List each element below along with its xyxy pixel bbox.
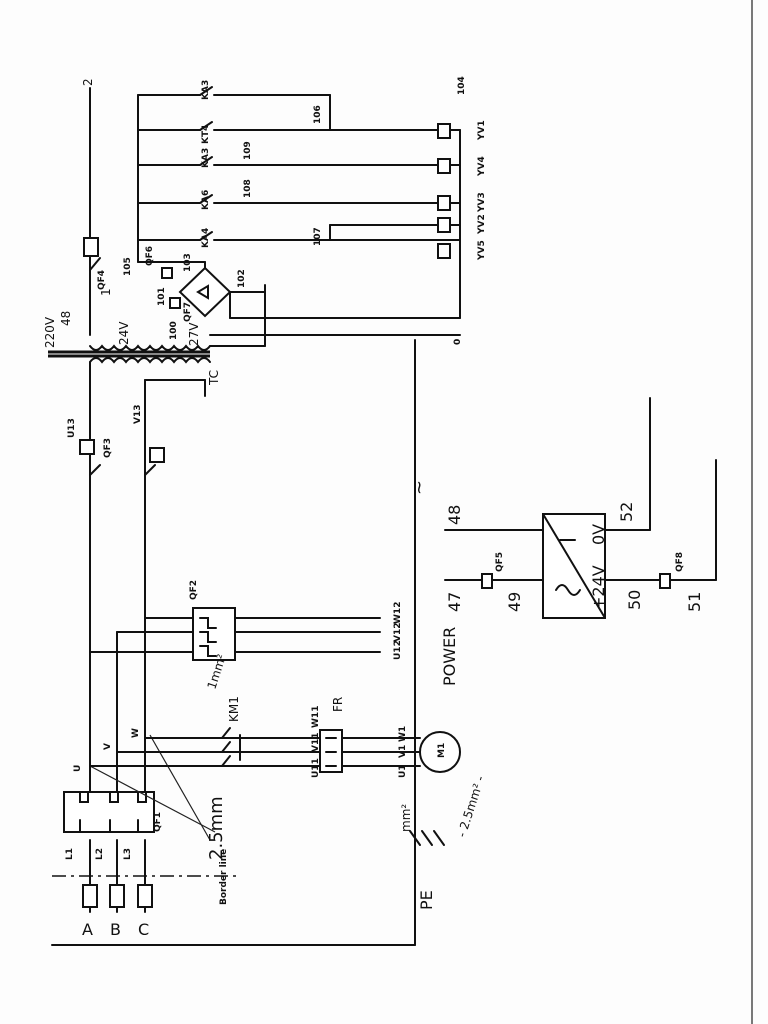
- l1-label: L1: [65, 848, 75, 860]
- tilde-label: ~: [409, 480, 430, 495]
- ka3b-label: KA3: [201, 148, 211, 168]
- qf4-label: QF4: [97, 270, 107, 290]
- yv5-label: YV5: [477, 240, 487, 261]
- v24-label: 24V: [117, 321, 131, 345]
- v13-label: V13: [133, 405, 143, 425]
- n104-label: 104: [457, 76, 467, 95]
- motor-branch: KM1 FR U11 V11 W11 U1 V1 W1 M1: [89, 696, 461, 778]
- qf2-label: QF2: [189, 580, 199, 600]
- out-w12-label: W12: [393, 602, 403, 624]
- p50-label: 50: [625, 590, 644, 610]
- wire-2-5-label: 2.5mm: [206, 796, 227, 860]
- v27-label: 27V: [187, 322, 201, 346]
- qf3-label: QF3: [103, 438, 113, 458]
- pe-wire-label: - 2.5mm² -: [455, 774, 488, 839]
- mm2-label: mm²: [399, 804, 413, 832]
- n109-label: 109: [243, 141, 253, 160]
- p52-label: 52: [617, 502, 636, 522]
- coil-yv4: [437, 158, 451, 174]
- qf8-label: QF8: [675, 552, 685, 572]
- yv1-label: YV1: [477, 120, 487, 141]
- n1-label: 1: [99, 288, 113, 296]
- plus24-label: +24V: [589, 565, 608, 610]
- tc-label: TC: [207, 370, 221, 386]
- m1-label: M1: [437, 743, 447, 758]
- phase-a-label: A: [82, 920, 93, 939]
- l2-label: L2: [95, 848, 105, 860]
- qf2-branch: QF2 1mm² U12 V12 W12: [89, 580, 403, 691]
- qf3-transformer-feed: U13 V13 QF3: [67, 361, 206, 476]
- ov-label: 0V: [589, 524, 608, 545]
- p51-label: 51: [685, 592, 704, 612]
- qf1-label: QF1: [153, 812, 163, 832]
- coil-yv5: [437, 243, 451, 259]
- coil-yv1: [437, 123, 451, 139]
- power-supply: ~ 48 47 49 QF5 0V +24V 52 50 51 QF8 POWE…: [409, 397, 717, 686]
- n2-label: 2: [81, 78, 95, 86]
- l3-label: L3: [123, 848, 133, 860]
- qf7-label: QF7: [183, 302, 193, 322]
- n101-label: 101: [157, 287, 167, 306]
- ka6-label: KA6: [201, 190, 211, 210]
- bus-w-label: W: [131, 728, 141, 738]
- qf6-label: QF6: [145, 246, 155, 266]
- v11-label: V11: [311, 733, 321, 753]
- qf1-breaker: QF1: [63, 791, 163, 833]
- rectifier-bridge: 102 101 QF6 QF7: [137, 246, 461, 322]
- coil-yv3: [437, 195, 451, 211]
- n108-label: 108: [243, 179, 253, 198]
- ka3a-label: KA3: [201, 80, 211, 100]
- v220-label: 220V: [43, 316, 57, 348]
- p48-label: 48: [445, 505, 464, 525]
- n106-label: 106: [313, 105, 323, 124]
- km1-label: KM1: [227, 696, 241, 722]
- control-circuit: 2 1 QF4 KA3 KT4 KA3 KA6 KA4 106 109 108 …: [81, 76, 467, 336]
- p47-label: 47: [445, 592, 464, 612]
- qf5-label: QF5: [495, 552, 505, 572]
- transformer-tc: TC 220V 48 24V 100 27V: [43, 284, 461, 386]
- coil-yv2: [437, 217, 451, 233]
- n0-label: 0: [453, 339, 463, 345]
- u13-label: U13: [67, 418, 77, 438]
- border-line-label: Border line: [219, 849, 229, 905]
- n107-label: 107: [313, 227, 323, 246]
- bus-v-label: V: [103, 743, 113, 750]
- bus-u-label: U: [73, 765, 83, 772]
- u11-label: U11: [311, 758, 321, 778]
- incoming-supply: A B C L1 L2 L3: [65, 839, 153, 939]
- w1-label: W1: [398, 726, 408, 742]
- pe-label: PE: [417, 890, 436, 910]
- kt4-label: KT4: [201, 125, 211, 144]
- n102-label: 102: [237, 269, 247, 288]
- phase-b-label: B: [110, 920, 121, 939]
- ka4-label: KA4: [201, 228, 211, 248]
- p49-label: 49: [505, 592, 524, 612]
- out-u12-label: U12: [393, 640, 403, 660]
- out-v12-label: V12: [393, 623, 403, 643]
- v1-label: V1: [398, 745, 408, 758]
- yv2-label: YV2: [477, 214, 487, 235]
- yv3-label: YV3: [477, 192, 487, 213]
- u1-label: U1: [398, 764, 408, 778]
- main-buses: [89, 474, 146, 767]
- n48-label: 48: [59, 311, 73, 326]
- w11-label: W11: [311, 706, 321, 728]
- phase-c-label: C: [138, 920, 149, 939]
- n100-label: 100: [169, 321, 179, 340]
- power-label: POWER: [440, 627, 459, 686]
- valve-coils: YV1 YV4 YV3 YV2 YV5 0: [437, 120, 487, 345]
- fr-label: FR: [331, 697, 345, 712]
- yv4-label: YV4: [477, 156, 487, 177]
- n105-label: 105: [123, 257, 133, 276]
- motor-m1: [419, 731, 461, 773]
